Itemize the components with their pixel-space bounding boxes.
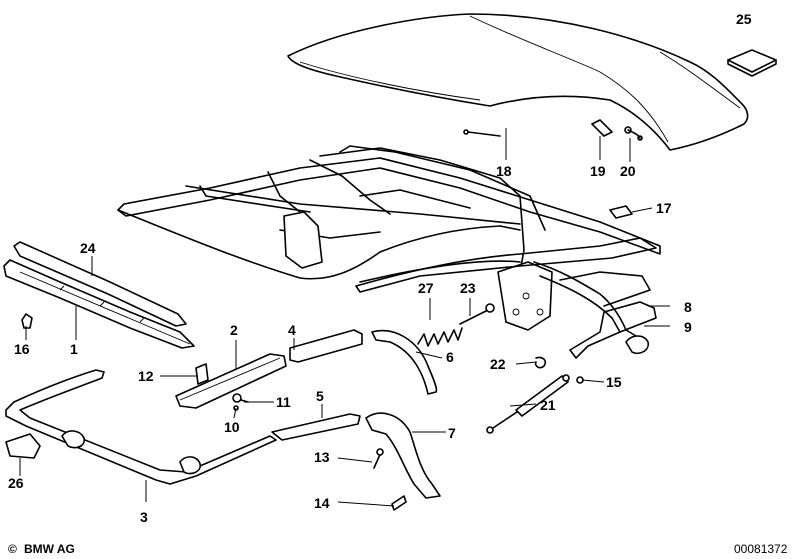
front-header-bracket-1 [3,259,195,349]
callout-20: 20 [620,163,636,179]
callout-labels: 25 18 19 20 17 24 1 16 2 4 27 23 8 9 6 2… [8,11,752,525]
label-plate-17 [609,205,633,219]
callout-12: 12 [138,368,154,384]
curved-seal-6 [371,329,438,395]
spring-27 [417,327,463,347]
small-clip-20 [624,126,643,141]
callout-10: 10 [224,419,240,435]
side-trim-2 [175,353,287,409]
screw-11 [232,393,249,403]
lower-side-rail-3 [5,369,277,485]
footer: © BMW AG 00081372 [8,542,788,556]
callout-21: 21 [540,397,556,413]
callout-14: 14 [314,495,330,511]
front-header-rail-24 [13,241,187,327]
callout-26: 26 [8,475,24,491]
pin-14 [391,495,407,511]
cover-26 [5,433,41,459]
callout-9: 9 [684,319,692,335]
callout-5: 5 [316,388,324,404]
callout-24: 24 [80,240,96,256]
callout-23: 23 [460,280,476,296]
gas-strut-21 [486,374,570,434]
leader-lines [19,128,670,507]
bolt-23 [459,303,495,325]
callout-19: 19 [590,163,606,179]
side-seal-rails-8-9 [533,261,657,359]
pin-13 [373,448,384,469]
callout-3: 3 [140,509,148,525]
callout-6: 6 [446,349,454,365]
side-trim-5 [271,413,361,441]
callout-8: 8 [684,299,692,315]
callout-11: 11 [276,394,291,410]
callout-16: 16 [14,341,30,357]
copyright-symbol: © [8,542,17,556]
callout-2: 2 [230,322,238,338]
callout-25: 25 [736,11,752,27]
roof-frame [117,145,661,331]
repair-patch [727,49,777,77]
diagram-number: 00081372 [734,542,788,556]
soft-top-cover [287,13,749,151]
callout-1: 1 [70,341,78,357]
rear-curved-trim-7 [365,412,441,499]
small-pin-19 [591,119,613,137]
brand-name: BMW AG [24,542,75,556]
callout-18: 18 [496,163,512,179]
callout-22: 22 [490,356,506,372]
callout-7: 7 [448,425,456,441]
side-trim-4 [289,329,363,363]
clip-12 [195,363,209,385]
callout-15: 15 [606,374,622,390]
callout-13: 13 [314,449,330,465]
nut-16 [21,313,33,329]
callout-4: 4 [288,322,296,338]
clip-22 [534,356,547,369]
callout-27: 27 [418,280,434,296]
callout-17: 17 [656,200,672,216]
